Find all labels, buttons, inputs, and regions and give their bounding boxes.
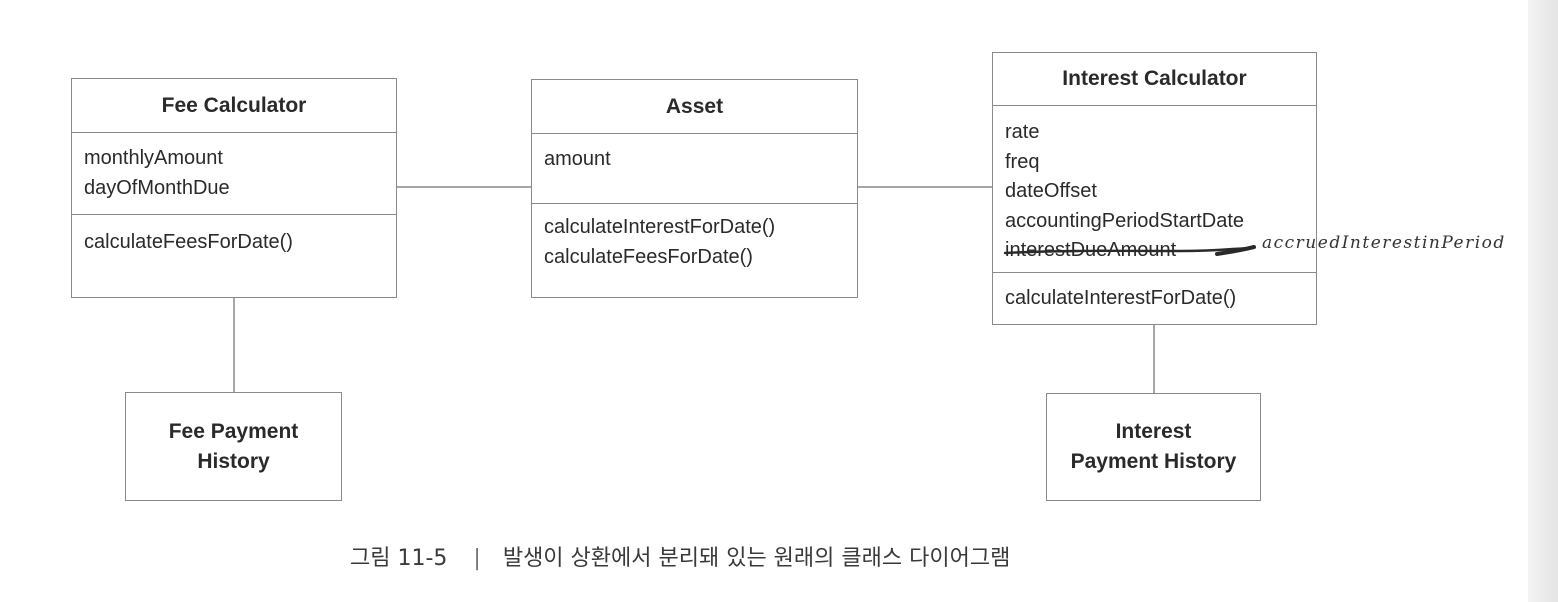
- paper-edge: [1528, 0, 1558, 602]
- asset-title: Asset: [532, 80, 857, 134]
- interest-payment-history-line1: Interest: [1115, 420, 1192, 443]
- asset-class: Asset amount calculateInterestForDate() …: [531, 79, 858, 298]
- attribute: freq: [1005, 150, 1040, 173]
- fee-payment-history-line1: Fee Payment: [168, 419, 299, 443]
- attribute: accountingPeriodStartDate: [1005, 209, 1245, 232]
- attribute: monthlyAmount: [84, 147, 223, 169]
- fee-calculator-attributes: monthlyAmount dayOfMonthDue: [72, 133, 396, 215]
- struck-attribute: interestDueAmount: [1003, 236, 1316, 266]
- attribute: dayOfMonthDue: [84, 177, 230, 199]
- fee-payment-history-line2: History: [197, 449, 270, 473]
- fee-payment-history-class: Fee Payment History: [125, 392, 342, 501]
- handwritten-annotation: accruedInterestinPeriod: [1262, 233, 1506, 253]
- interest-payment-history-class: Interest Payment History: [1046, 393, 1261, 501]
- asset-attributes: amount: [532, 134, 857, 204]
- interest-calculator-attributes: rate freq dateOffset accountingPeriodSta…: [993, 106, 1316, 273]
- figure-label: 그림 11-5: [350, 546, 448, 571]
- caption-separator: |: [473, 546, 481, 571]
- figure-caption: 그림 11-5 | 발생이 상환에서 분리돼 있는 원래의 클래스 다이어그램: [350, 540, 1010, 572]
- fee-calculator-class: Fee Calculator monthlyAmount dayOfMonthD…: [71, 78, 397, 298]
- fee-calculator-methods: calculateFeesForDate(): [72, 215, 396, 257]
- attribute: rate: [1005, 121, 1040, 143]
- attribute: dateOffset: [1005, 180, 1097, 202]
- attribute: amount: [544, 148, 611, 170]
- interest-calculator-title: Interest Calculator: [993, 53, 1316, 106]
- interest-payment-history-line2: Payment History: [1070, 450, 1237, 473]
- method: calculateInterestForDate(): [544, 216, 776, 238]
- asset-methods: calculateInterestForDate() calculateFees…: [532, 204, 857, 272]
- method: calculateFeesForDate(): [544, 246, 753, 268]
- handwritten-strikethrough: [1003, 245, 1256, 256]
- interest-calculator-class: Interest Calculator rate freq dateOffset…: [992, 52, 1317, 325]
- fee-calculator-title: Fee Calculator: [72, 79, 396, 133]
- interest-calculator-methods: calculateInterestForDate(): [993, 273, 1316, 313]
- method: calculateFeesForDate(): [84, 231, 293, 253]
- caption-text: 발생이 상환에서 분리돼 있는 원래의 클래스 다이어그램: [502, 546, 1011, 571]
- method: calculateInterestForDate(): [1005, 287, 1237, 309]
